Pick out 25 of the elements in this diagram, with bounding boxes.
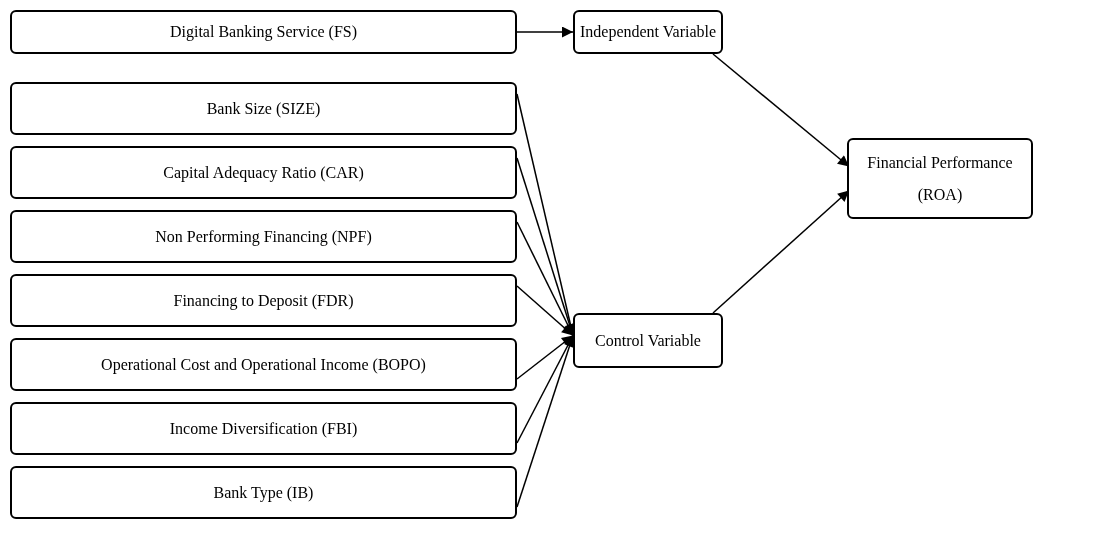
process-box <box>10 402 517 455</box>
box-label: Financial Performance (ROA) <box>866 152 1014 206</box>
arrow <box>516 285 574 337</box>
box-label: Income Diversification (FBI) <box>169 418 358 440</box>
box-label: Control Variable <box>595 330 701 351</box>
box-label: Digital Banking Service (FS) <box>169 22 358 43</box>
process-box <box>10 466 517 519</box>
process-box <box>573 10 723 54</box>
process-box <box>10 146 517 199</box>
process-box <box>10 82 517 135</box>
box-label: Independent Variable <box>579 22 717 43</box>
arrow <box>516 26 574 38</box>
process-box <box>10 338 517 391</box>
box-label: Financing to Deposit (FDR) <box>173 290 354 312</box>
process-box <box>847 138 1033 219</box>
box-label: Capital Adequacy Ratio (CAR) <box>163 162 364 184</box>
arrow <box>516 334 574 380</box>
box-label: Bank Type (IB) <box>213 482 314 504</box>
process-box <box>10 274 517 327</box>
process-box <box>10 10 517 54</box>
process-box <box>10 210 517 263</box>
box-label: Operational Cost and Operational Income (BOPO) <box>101 354 426 376</box>
process-box <box>573 313 723 368</box>
box-label: Non Performing Financing (NPF) <box>155 226 372 248</box>
box-label: Bank Size (SIZE) <box>206 98 321 120</box>
